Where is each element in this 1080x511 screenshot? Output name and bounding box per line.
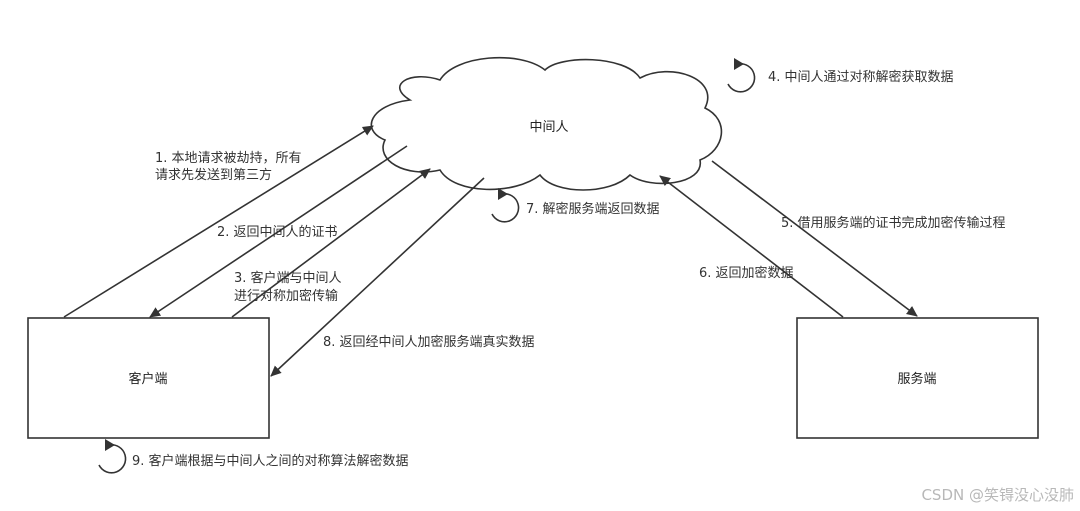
step4-label: 4. 中间人通过对称解密获取数据 [768,69,954,85]
mitm-node: 中间人 [370,56,723,191]
arrow-step5 [711,160,918,317]
server-node: 服务端 [796,317,1039,439]
arrow-step6 [659,175,844,318]
step6-label: 6. 返回加密数据 [699,265,794,281]
step8-label: 8. 返回经中间人加密服务端真实数据 [323,334,535,350]
mitm-label: 中间人 [529,120,568,135]
arrow-step1 [63,125,374,318]
step3-label-line2: 进行对称加密传输 [234,288,338,304]
step1-label-line2: 请求先发送到第三方 [155,167,272,183]
client-box [27,317,270,439]
client-label: 客户端 [128,371,167,387]
server-label: 服务端 [897,371,936,387]
step1-label-line1: 1. 本地请求被劫持，所有 [155,151,302,166]
step5-label: 5. 借用服务端的证书完成加密传输过程 [781,215,1006,231]
arrow-step2 [149,145,408,318]
cycle-icon-step7 [491,188,520,223]
step9-label: 9. 客户端根据与中间人之间的对称算法解密数据 [132,453,409,469]
arrow-step8 [270,177,485,377]
watermark: CSDN @笑锝没心没肺 [921,486,1074,504]
cycle-icon-step4 [727,58,756,93]
client-node: 客户端 [27,317,270,439]
cycle-icon-step9 [98,439,127,474]
server-box [796,317,1039,439]
arrow-step3 [231,168,431,318]
step2-label: 2. 返回中间人的证书 [217,224,338,240]
step3-label-line1: 3. 客户端与中间人 [234,270,342,286]
step7-label: 7. 解密服务端返回数据 [526,201,660,217]
